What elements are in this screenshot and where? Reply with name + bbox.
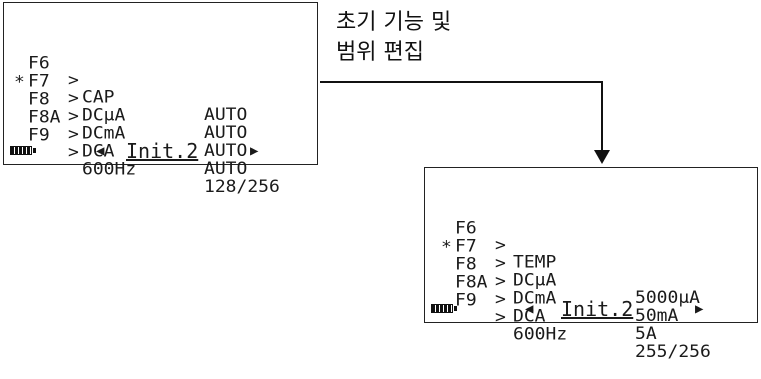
function-range: 255/256 — [635, 341, 711, 362]
list-item: F7 > DCµA AUTO — [14, 39, 247, 141]
function-range: 5A — [635, 323, 657, 344]
function-code: F8 — [28, 89, 50, 110]
list-item: * F8 > DCmA AUTO — [14, 57, 247, 160]
status-bar: ◀ Init.2 ▶ — [425, 294, 757, 321]
right-arrow-icon[interactable]: ▶ — [695, 301, 704, 317]
lcd-screen-before: F6 > CAP AUTO F7 > DCµA AUTO * F8 > DCmA… — [3, 2, 318, 195]
selected-marker: * — [14, 72, 25, 93]
list-item: F7 > DCµA 5000µA — [441, 204, 700, 306]
left-arrow-icon[interactable]: ◀ — [525, 301, 534, 317]
function-mode: 600Hz — [82, 159, 137, 180]
function-code: F6 — [455, 218, 477, 239]
list-item: F6 > TEMP — [441, 186, 556, 271]
separator: > — [68, 142, 79, 163]
function-mode: DCA — [82, 141, 115, 162]
left-arrow-icon[interactable]: ◀ — [96, 143, 105, 159]
function-code: F8A — [455, 272, 488, 293]
function-mode: 600Hz — [513, 324, 568, 345]
separator: > — [495, 307, 506, 328]
function-mode: DCA — [513, 306, 546, 327]
separator: > — [495, 289, 506, 310]
list-item: F6 > CAP AUTO — [14, 21, 247, 123]
function-mode: DCmA — [513, 288, 557, 309]
separator: > — [68, 106, 79, 127]
list-item: F8A > DCA AUTO — [14, 75, 247, 177]
right-arrow-icon[interactable]: ▶ — [250, 143, 259, 159]
caption-line-2: 범위 편집 — [336, 40, 424, 65]
status-bar: ◀ Init.2 ▶ — [4, 136, 317, 163]
function-range: AUTO — [204, 140, 248, 161]
list-item: * F8 > DCmA 50mA — [441, 222, 678, 325]
arrowhead-icon — [594, 150, 610, 164]
function-code: F8 — [455, 254, 477, 275]
separator: > — [495, 271, 506, 292]
function-mode: DCmA — [82, 123, 126, 144]
function-code: F7 — [455, 236, 477, 257]
menu-label: Init.2 — [126, 139, 199, 163]
battery-icon — [10, 146, 36, 155]
function-range: AUTO — [204, 158, 248, 179]
separator: > — [495, 253, 506, 274]
function-code: F7 — [28, 71, 50, 92]
battery-icon — [431, 304, 457, 313]
function-range: 5000µA — [635, 287, 701, 308]
function-code: F8A — [28, 107, 61, 128]
function-code: F9 — [455, 290, 477, 311]
connector-arrow — [320, 81, 610, 164]
function-list: F6 > TEMP F7 > DCµA 5000µA * F8 > DCmA 5… — [441, 186, 711, 360]
list-item: F9 > 600Hz 255/256 — [441, 258, 711, 360]
function-range: AUTO — [204, 104, 248, 125]
list-item: F8A > DCA 5A — [441, 240, 657, 342]
function-range: AUTO — [204, 122, 248, 143]
function-range: 50mA — [635, 305, 679, 326]
function-code: F6 — [28, 53, 50, 74]
function-mode: DCµA — [513, 270, 557, 291]
function-mode: TEMP — [513, 252, 557, 273]
menu-label: Init.2 — [561, 297, 634, 321]
separator: > — [495, 235, 506, 256]
separator: > — [68, 124, 79, 145]
function-code: F9 — [28, 125, 50, 146]
list-item: F9 > 600Hz 128/256 — [14, 93, 280, 195]
function-mode: CAP — [82, 87, 115, 108]
separator: > — [68, 88, 79, 109]
connector-line — [320, 81, 603, 152]
function-mode: DCµA — [82, 105, 126, 126]
selected-marker: * — [441, 237, 452, 258]
separator: > — [68, 70, 79, 91]
function-list: F6 > CAP AUTO F7 > DCµA AUTO * F8 > DCmA… — [14, 21, 280, 195]
function-range: 128/256 — [204, 176, 280, 197]
lcd-screen-after: F6 > TEMP F7 > DCµA 5000µA * F8 > DCmA 5… — [424, 167, 758, 360]
caption-line-1: 초기 기능 및 — [336, 10, 452, 35]
